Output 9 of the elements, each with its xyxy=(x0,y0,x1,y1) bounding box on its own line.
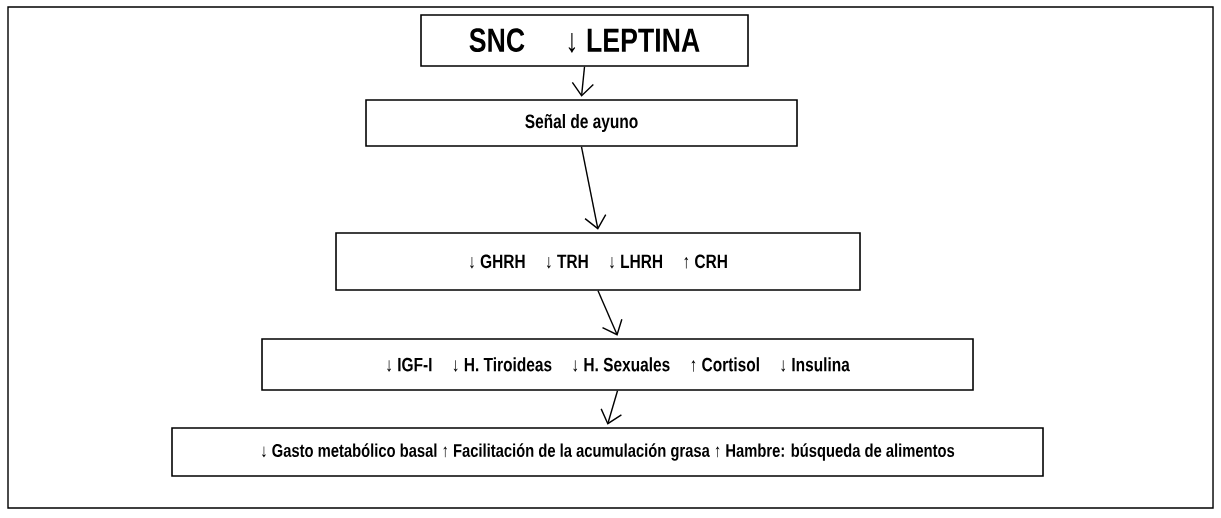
flow-box: Señal de ayuno xyxy=(365,99,798,147)
flow-box: ↓ IGF-I ↓ H. Tiroideas ↓ H. Sexuales ↑ Cortisol ↓ Insulina xyxy=(261,338,974,391)
arrow xyxy=(597,290,623,336)
arrow xyxy=(600,390,623,425)
arrow xyxy=(571,66,595,97)
flow-box: SNC ↓ LEPTINA xyxy=(420,14,749,67)
arrow xyxy=(580,146,607,230)
flow-box: ↓ GHRH ↓ TRH ↓ LHRH ↑ CRH xyxy=(335,232,861,291)
flow-box: ↓ Gasto metabólico basal ↑ Facilitación de la acumulación grasa ↑ Hambre: búsqueda de alimentos xyxy=(171,427,1044,477)
